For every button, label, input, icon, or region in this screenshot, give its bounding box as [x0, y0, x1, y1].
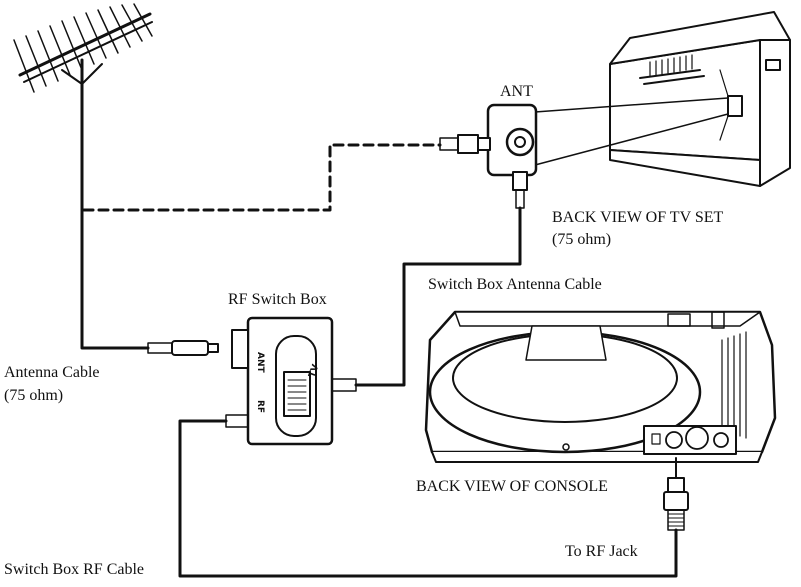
back-view-console-label: BACK VIEW OF CONSOLE [416, 478, 608, 495]
antenna-cable [80, 208, 150, 350]
switch-box-rf-cable-label: Switch Box RF Cable [4, 561, 145, 578]
switch-box-antenna-cable [354, 206, 522, 387]
tv-ohm-label: (75 ohm) [552, 231, 612, 248]
rf-switch-box-label: RF Switch Box [228, 291, 327, 308]
antenna-ohm-label: (75 ohm) [4, 387, 64, 404]
to-rf-jack-label: To RF Jack [565, 543, 638, 560]
direct-antenna-route-dashed [82, 143, 442, 212]
switch-box-tv-mark: TV [307, 363, 321, 379]
switch-box-ant-mark: ANT [255, 352, 265, 373]
rf-plug [663, 457, 689, 531]
switch-box-rf-mark: RF [255, 400, 265, 413]
switch-box-antenna-cable-label: Switch Box Antenna Cable [428, 276, 602, 293]
rf-switch-box: ANT RF TV [225, 316, 357, 446]
antenna-cable-label: Antenna Cable [4, 364, 100, 381]
console [424, 310, 777, 463]
tv-ant-input [439, 97, 729, 209]
tv-set [609, 11, 791, 187]
ant-label: ANT [500, 83, 533, 100]
back-view-tv-set-label: BACK VIEW OF TV SET [552, 209, 724, 226]
switch-box-rf-cable [178, 419, 678, 578]
rooftop-antenna [13, 3, 153, 212]
antenna-cable-connector [147, 340, 219, 356]
